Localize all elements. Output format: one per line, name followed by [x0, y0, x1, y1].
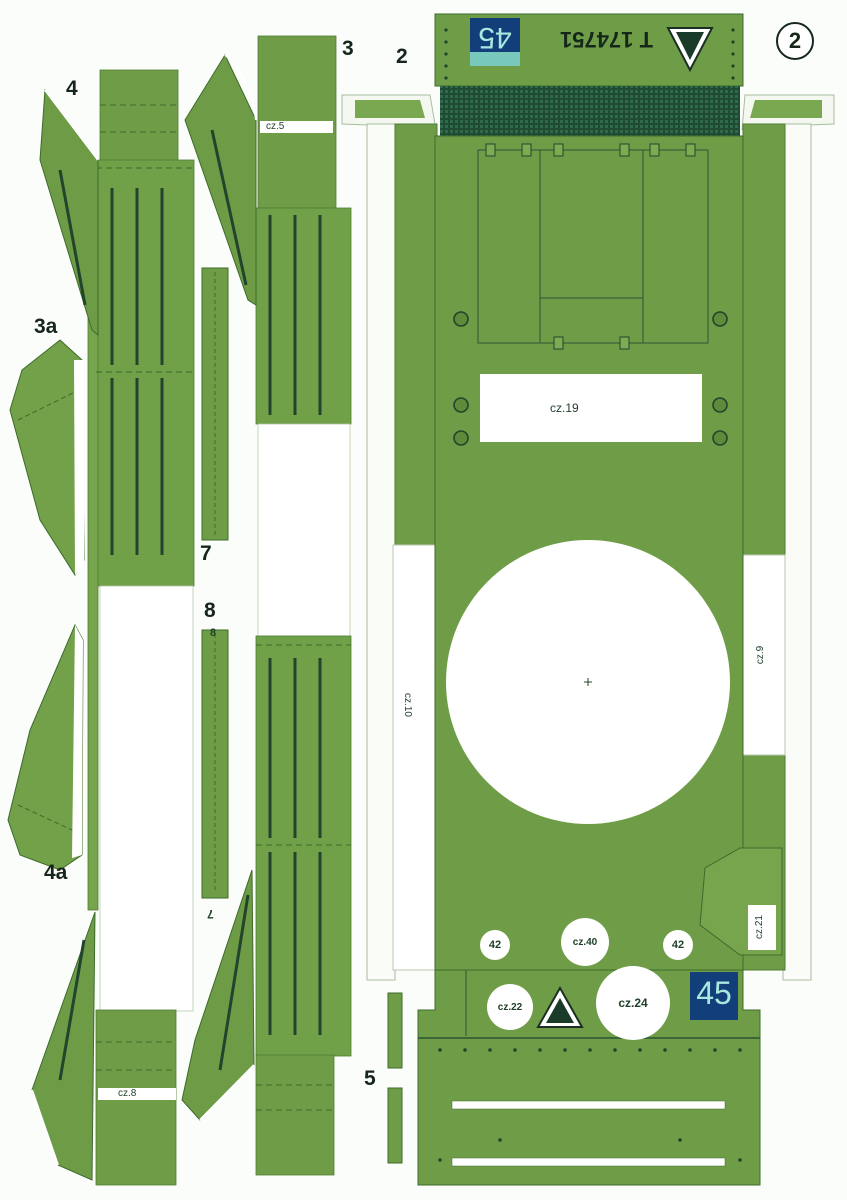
part-label-4: 4 [66, 77, 78, 100]
marker-cz22: cz.22 [497, 1001, 523, 1013]
engine-hatches [477, 149, 709, 344]
left-fender-edges [31, 89, 99, 1166]
marker-cz9: cz.9 [755, 645, 767, 665]
hatch-hinges [485, 143, 696, 350]
part-label-8: 8 [204, 599, 216, 622]
strips-5 [387, 992, 403, 1164]
number-badge-top [470, 18, 520, 52]
strip-7-number: 7 [207, 907, 214, 921]
part-label-4a: 4a [44, 861, 68, 884]
triangle-decal-top [666, 27, 714, 73]
center-fenders [181, 53, 257, 1121]
marker-cz19: cz.19 [550, 401, 579, 415]
cz5-strip [260, 121, 333, 133]
marker-cz5: cz.5 [266, 121, 285, 132]
marker-cz10: cz.10 [401, 693, 413, 717]
cz10-zone [392, 544, 436, 971]
rear-circles [480, 918, 693, 1040]
number-badge-rear [690, 972, 738, 1020]
cz9-zone [742, 554, 786, 756]
left-side-panel [87, 69, 195, 1186]
left-panel-fold-lines [96, 104, 194, 1071]
part-label-5: 5 [364, 1067, 376, 1090]
part-label-7: 7 [200, 542, 212, 565]
tactical-number-rear: 45 [696, 975, 732, 1011]
part-label-2: 2 [396, 45, 408, 68]
marker-cz8: cz.8 [118, 1088, 137, 1099]
center-panel-ribs [268, 215, 322, 1035]
hull-top-rivets [444, 28, 735, 80]
marker-cz21: cz.21 [753, 915, 765, 939]
cz8-strip [98, 1088, 176, 1100]
left-panel-ribs [110, 188, 164, 555]
center-fender-edges [199, 54, 257, 1121]
deck-bolts [453, 311, 728, 446]
part-label-3: 3 [342, 37, 354, 60]
strip-8-number: 8 [210, 627, 217, 639]
strip-8 [201, 629, 229, 899]
part-3a [9, 339, 85, 576]
left-fender-ribs [58, 169, 87, 1081]
triangle-decal-rear [536, 985, 584, 1028]
center-fender-ribs [210, 129, 250, 1071]
sheet-number-badge: 2 [776, 22, 814, 60]
marker-42-left: 42 [488, 939, 502, 951]
sheet-number: 2 [788, 28, 802, 53]
center-panel-fold-lines [256, 644, 351, 1111]
rear-corner-box [699, 847, 783, 956]
part-4a [7, 623, 84, 871]
strip-7 [201, 267, 229, 541]
marker-cz40: cz.40 [572, 936, 598, 948]
cz19-zone [480, 374, 702, 442]
tactical-number-top: 45 [478, 21, 512, 54]
hull-wall-bevels [355, 100, 822, 118]
marker-cz24: cz.24 [618, 996, 648, 1010]
rear-rivets [438, 1048, 742, 1162]
part-label-3a: 3a [34, 315, 58, 338]
turret-center-mark [584, 678, 592, 686]
marker-42-right: 42 [671, 939, 685, 951]
hull-serial: T 174751 [560, 27, 653, 52]
